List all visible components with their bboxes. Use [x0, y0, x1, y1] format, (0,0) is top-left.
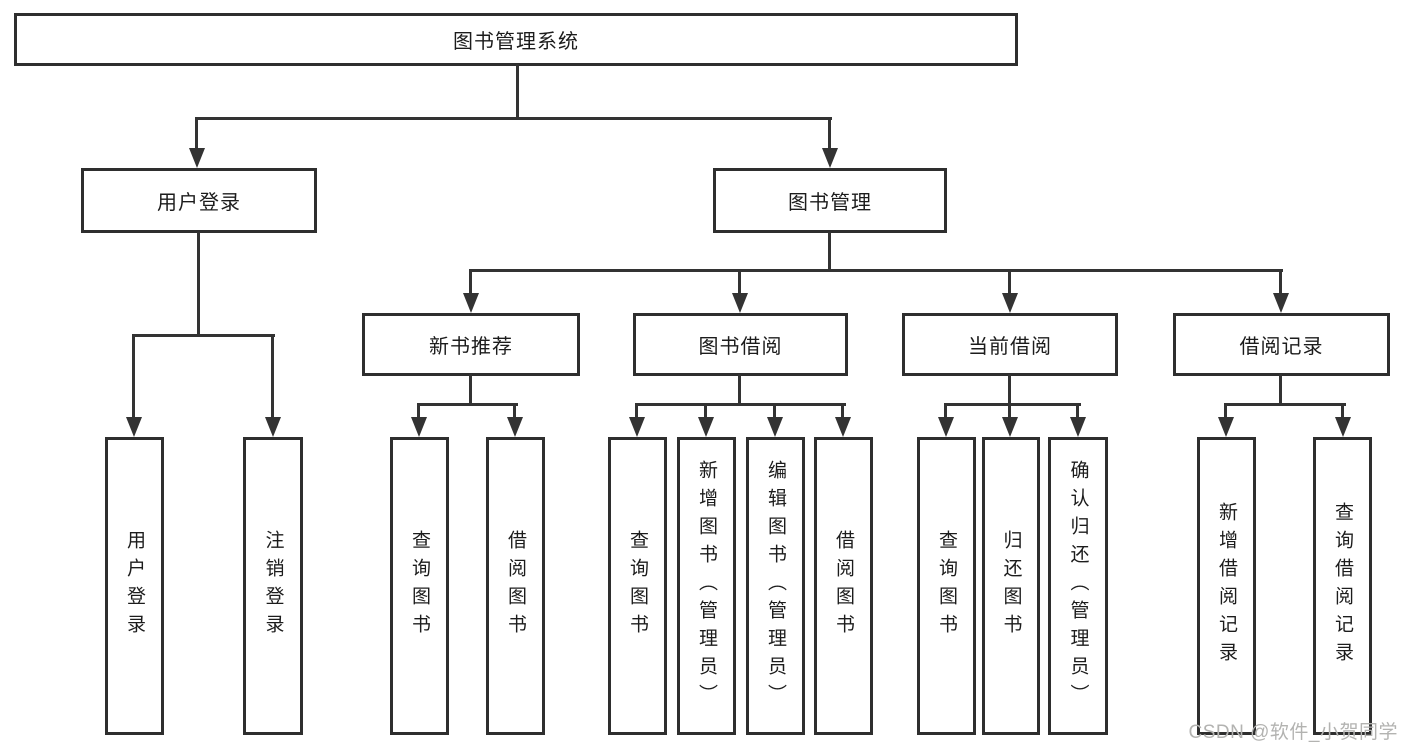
- connector-book-mgmt-trunk: [828, 232, 831, 272]
- arrow-to-new-books: [463, 293, 479, 313]
- arrow-to-leaf-br-query: [1335, 417, 1351, 437]
- leaf-user-login: 用户登录: [105, 437, 164, 735]
- leaf-nb-borrow-books: 借阅图书: [486, 437, 545, 735]
- connector-user-login-trunk: [197, 232, 200, 337]
- connector-to-leaf-cb-query: [944, 403, 947, 422]
- leaf-bb-edit-books-admin: 编辑图书（管理员）: [746, 437, 805, 735]
- arrow-to-book-mgmt: [822, 148, 838, 168]
- connector-book-borrow-branch: [635, 403, 846, 406]
- leaf-bb-add-books-admin: 新增图书（管理员）: [677, 437, 736, 735]
- connector-root-trunk: [516, 64, 519, 120]
- leaf-logout: 注销登录: [243, 437, 303, 735]
- arrow-to-leaf-bb-borrow: [835, 417, 851, 437]
- connector-to-user-login: [195, 117, 198, 154]
- arrow-to-current-borrow: [1002, 293, 1018, 313]
- arrow-to-user-login: [189, 148, 205, 168]
- arrow-to-leaf-cb-query: [938, 417, 954, 437]
- arrow-to-leaf-cb-confirm: [1070, 417, 1086, 437]
- leaf-cb-confirm-return-admin: 确认归还（管理员）: [1048, 437, 1108, 735]
- leaf-br-add-record: 新增借阅记录: [1197, 437, 1256, 735]
- arrow-to-leaf-nb-query: [411, 417, 427, 437]
- connector-current-borrow-branch: [944, 403, 1081, 406]
- leaf-bb-query-books: 查询图书: [608, 437, 667, 735]
- connector-to-leaf-nb-borrow: [513, 403, 516, 422]
- arrow-to-leaf-bb-query: [629, 417, 645, 437]
- leaf-nb-query-books: 查询图书: [390, 437, 449, 735]
- leaf-cb-query-books: 查询图书: [917, 437, 976, 735]
- connector-to-leaf-bb-borrow: [841, 403, 844, 422]
- arrow-to-leaf-nb-borrow: [507, 417, 523, 437]
- arrow-to-borrow-records: [1273, 293, 1289, 313]
- connector-to-leaf-cb-confirm: [1076, 403, 1079, 422]
- connector-to-leaf-bb-add: [704, 403, 707, 422]
- connector-book-borrow-trunk: [738, 374, 741, 406]
- connector-to-book-borrow: [738, 269, 741, 299]
- connector-new-books-trunk: [469, 374, 472, 406]
- arrow-to-leaf-cb-return: [1002, 417, 1018, 437]
- connector-to-leaf-user-login: [132, 334, 135, 422]
- arrow-to-leaf-logout: [265, 417, 281, 437]
- arrow-to-leaf-br-add: [1218, 417, 1234, 437]
- connector-level1-branch: [195, 117, 832, 120]
- arrow-to-leaf-bb-edit: [767, 417, 783, 437]
- connector-to-leaf-logout: [271, 334, 274, 422]
- leaf-bb-borrow-books: 借阅图书: [814, 437, 873, 735]
- connector-current-borrow-trunk: [1008, 374, 1011, 406]
- node-current-borrow: 当前借阅: [902, 313, 1118, 376]
- connector-to-new-books: [469, 269, 472, 299]
- leaf-br-query-record: 查询借阅记录: [1313, 437, 1372, 735]
- connector-to-book-mgmt: [828, 117, 831, 154]
- connector-to-leaf-br-add: [1224, 403, 1227, 422]
- connector-to-leaf-bb-edit: [773, 403, 776, 422]
- node-root: 图书管理系统: [14, 13, 1018, 66]
- node-user-login: 用户登录: [81, 168, 317, 233]
- connector-level3-branch: [469, 269, 1283, 272]
- node-book-borrow: 图书借阅: [633, 313, 848, 376]
- leaf-cb-return-books: 归还图书: [982, 437, 1040, 735]
- connector-to-current-borrow: [1008, 269, 1011, 299]
- connector-new-books-branch: [417, 403, 518, 406]
- arrow-to-book-borrow: [732, 293, 748, 313]
- node-borrow-records: 借阅记录: [1173, 313, 1390, 376]
- arrow-to-leaf-user-login: [126, 417, 142, 437]
- node-new-books: 新书推荐: [362, 313, 580, 376]
- connector-to-borrow-records: [1279, 269, 1282, 299]
- csdn-watermark: CSDN @软件_小贺同学: [1188, 722, 1398, 743]
- connector-to-leaf-br-query: [1341, 403, 1344, 422]
- node-book-mgmt: 图书管理: [713, 168, 947, 233]
- arrow-to-leaf-bb-add: [698, 417, 714, 437]
- connector-user-login-branch: [132, 334, 275, 337]
- connector-to-leaf-bb-query: [635, 403, 638, 422]
- connector-borrow-records-trunk: [1279, 374, 1282, 406]
- connector-to-leaf-nb-query: [417, 403, 420, 422]
- connector-to-leaf-cb-return: [1008, 403, 1011, 422]
- connector-borrow-records-branch: [1224, 403, 1346, 406]
